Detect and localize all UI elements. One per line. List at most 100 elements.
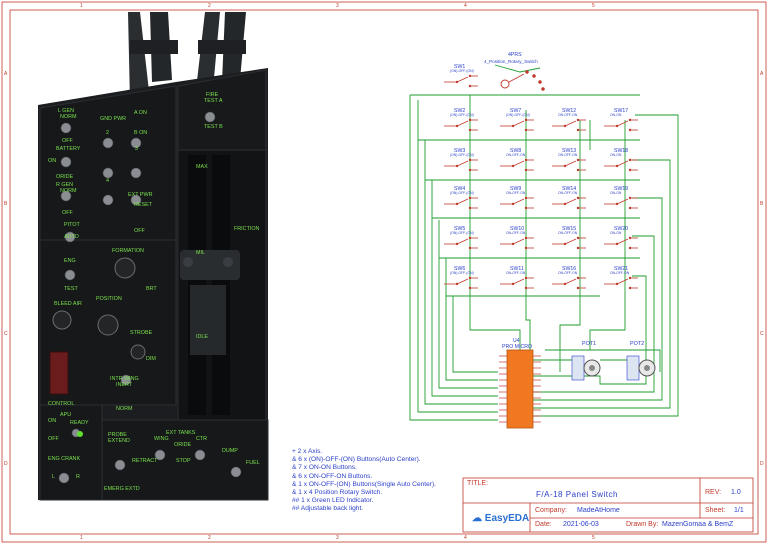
panel-label-test: TEST [64, 286, 78, 292]
panel-label-n2: 2 [106, 130, 109, 136]
panel-label-auto: AUTO [64, 234, 79, 240]
note-line: & 1 x 4 Position Rotary Switch. [292, 489, 383, 497]
switch-type: (ON)-OFF-(ON) [450, 113, 474, 117]
panel-label-emerg-extd: EMERG EXTD [104, 486, 140, 492]
frame-col-label: 2 [208, 535, 211, 541]
frame-col-label: 3 [336, 535, 339, 541]
switch-lever [512, 198, 525, 205]
switch-ref: SW14 [562, 186, 576, 192]
switch-pivot [511, 164, 515, 168]
switch-sw3: SW3(ON)-OFF-(ON) [444, 148, 478, 172]
switch-pivot [455, 282, 459, 286]
panel-label-brt: BRT [146, 286, 157, 292]
pro-micro-name: PRO MICRO [502, 344, 532, 350]
frame-col-label: 5 [592, 535, 595, 541]
switch-ref: SW4 [454, 186, 465, 192]
panel-label-off: OFF [48, 436, 59, 442]
title-block [462, 477, 754, 533]
panel-label-formation: FORMATION [112, 248, 144, 254]
switch-type: ON-OFF-ON [506, 271, 526, 275]
rotary-switch-ref: 4PRS [508, 52, 522, 58]
switch-lever [564, 278, 577, 285]
cloud-icon: ☁ [472, 513, 482, 524]
panel-label-on: ON [48, 418, 56, 424]
sheet-value: 1/1 [734, 507, 744, 514]
panel-label-mil: MIL [196, 250, 205, 256]
panel-label-fire: FIRE [206, 92, 219, 98]
panel-label-retract: RETRACT [132, 458, 158, 464]
switch-pivot [563, 202, 567, 206]
switch-pivot [455, 242, 459, 246]
panel-label-battery: BATTERY [56, 146, 81, 152]
switch-sw7: SW7(ON)-OFF-(ON) [500, 108, 534, 132]
switch-type: ON-OFF-ON [506, 231, 526, 235]
schematic-wiring [409, 64, 679, 421]
panel-label-dim: DIM [146, 356, 156, 362]
switch-pivot [455, 80, 459, 84]
switch-pivot [455, 124, 459, 128]
panel-label-b-on: B ON [134, 130, 147, 136]
company-label: Company: [535, 507, 567, 514]
switch-pivot [615, 282, 619, 286]
frame-row-label: C [4, 331, 8, 337]
switch-ref: SW1 [454, 64, 465, 70]
switch-type: (ON)-OFF-(ON) [450, 271, 474, 275]
note-line: & 6 x (ON)-OFF-(ON) Buttons(Auto Center)… [292, 456, 421, 464]
panel-label-l-gen: L GEN [58, 108, 74, 114]
panel-label-eng-crank: ENG CRANK [48, 456, 80, 462]
switch-lever [564, 238, 577, 245]
panel-label-test-b: TEST B [204, 124, 223, 130]
panel-label-bleed-air: BLEED AIR [54, 301, 82, 307]
switch-lever [456, 160, 469, 167]
panel-label-battery-orde: ORIDE [56, 174, 73, 180]
panel-label-ready: READY [70, 420, 89, 426]
switch-pivot [511, 202, 515, 206]
note-line: + 2 x Axis. [292, 448, 323, 455]
panel-label-n3: 3 [135, 146, 138, 152]
panel-label-inert: INERT [116, 382, 133, 388]
title-label: TITLE: [467, 480, 489, 487]
frame-row-label: D [4, 461, 8, 467]
potentiometer-2 [626, 355, 656, 381]
switch-pivot [455, 164, 459, 168]
switch-pivot [563, 164, 567, 168]
panel-label-a-on: A ON [134, 110, 147, 116]
switch-type: (ON)-OFF-(ON) [506, 113, 530, 117]
drawn-by-value: MazenGomaa & BemZ [662, 521, 734, 528]
switch-type: ON-ON [610, 191, 622, 195]
switch-type: (ON)-OFF-(ON) [450, 231, 474, 235]
panel-label-l-gen-norm: NORM [60, 114, 77, 120]
switch-type: (ON)-OFF-(ON) [450, 69, 474, 73]
switch-ref: SW2 [454, 108, 465, 114]
switch-lever [616, 238, 629, 245]
panel-label-extend: EXTEND [108, 438, 130, 444]
panel-label-n4: 4 [106, 178, 109, 184]
switch-type: ON-OFF-ON [558, 271, 578, 275]
switch-ref: SW7 [510, 108, 521, 114]
switch-type: ON-OFF-ON [610, 271, 630, 275]
panel-label-intr-wing: INTR WING [110, 376, 139, 382]
frame-row-label: A [4, 71, 8, 77]
rotary-switch-name: 4_Position_Rotary_Switch [484, 59, 538, 64]
switch-ref: SW19 [614, 186, 628, 192]
panel-label-ext-tanks: EXT TANKS [166, 430, 196, 436]
switch-ref: SW10 [510, 226, 524, 232]
switch-type: ON-OFF-ON [506, 191, 526, 195]
panel-label-norm: NORM [116, 406, 133, 412]
switch-type: ON-ON [610, 231, 622, 235]
switch-type: ON-OFF-ON [558, 153, 578, 157]
switch-ref: SW20 [614, 226, 628, 232]
switch-ref: SW16 [562, 266, 576, 272]
panel-label-l: L [52, 474, 55, 480]
pot2-ref: POT2 [630, 341, 644, 347]
switch-lever [512, 160, 525, 167]
switch-lever [456, 120, 469, 127]
note-line: & 6 x ON-OFF-ON Buttons. [292, 472, 373, 480]
